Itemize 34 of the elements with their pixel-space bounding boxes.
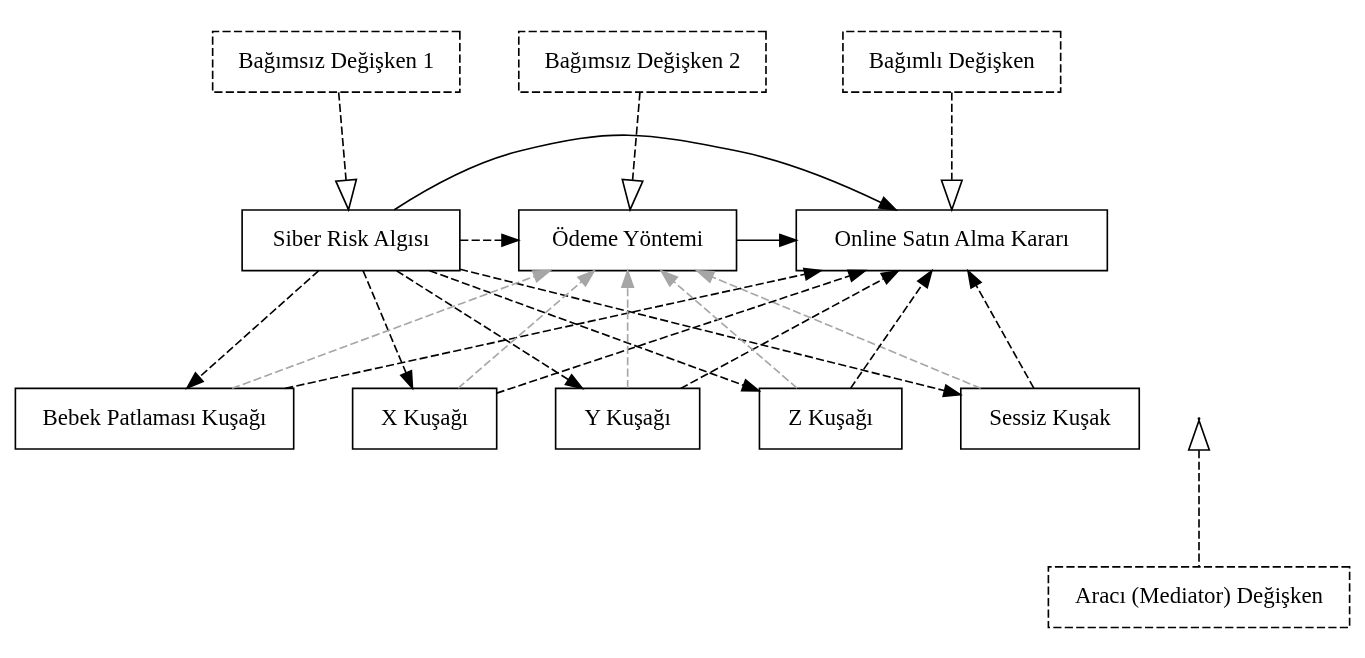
arrow bbox=[231, 269, 553, 389]
node-box: Siber Risk Algısı bbox=[241, 208, 461, 271]
arrow bbox=[621, 91, 645, 212]
node-box: Bağımlı Değişken bbox=[842, 30, 1062, 93]
node-box: Aracı (Mediator) Değişken bbox=[1047, 565, 1351, 628]
node-box: Bebek Patlaması Kuşağı bbox=[14, 387, 295, 450]
arrow bbox=[362, 269, 414, 390]
node-box: Z Kuşağı bbox=[758, 387, 903, 450]
node-box: Sessiz Kuşak bbox=[960, 387, 1141, 450]
arrow bbox=[1187, 417, 1211, 567]
arrow bbox=[620, 267, 635, 389]
arrow bbox=[495, 269, 868, 394]
arrow bbox=[284, 267, 824, 389]
node-box: Ödeme Yöntemi bbox=[517, 208, 738, 271]
node-box: X Kuşağı bbox=[351, 387, 498, 450]
arrow bbox=[679, 269, 901, 389]
arrow bbox=[457, 268, 596, 389]
arrow bbox=[694, 269, 982, 389]
arrow bbox=[849, 268, 934, 389]
arrow bbox=[395, 269, 585, 390]
node-box: Bağımsız Değişken 2 bbox=[517, 30, 767, 93]
arrow bbox=[459, 267, 963, 397]
arrow bbox=[393, 133, 899, 211]
arrow bbox=[735, 232, 799, 247]
node-box: Y Kuşağı bbox=[554, 387, 701, 450]
node-box: Bağımsız Değişken 1 bbox=[211, 30, 461, 93]
arrow bbox=[659, 268, 798, 389]
arrow bbox=[334, 91, 358, 212]
node-box: Online Satın Alma Kararı bbox=[795, 208, 1109, 271]
arrow bbox=[459, 232, 521, 247]
arrow bbox=[185, 269, 320, 390]
arrow bbox=[428, 269, 762, 392]
arrow bbox=[940, 91, 964, 212]
arrow bbox=[966, 268, 1035, 389]
